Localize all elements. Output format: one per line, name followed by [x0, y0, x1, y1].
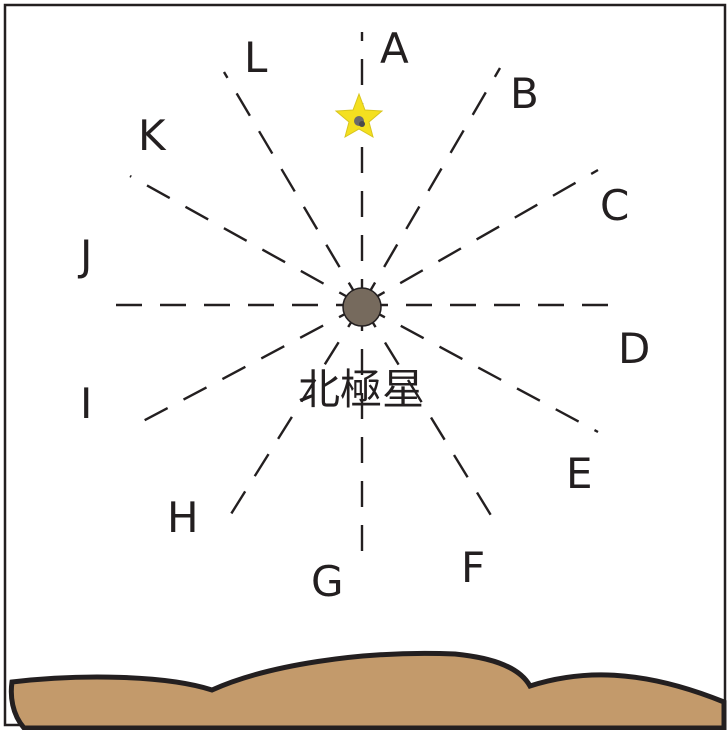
- direction-label-h: H: [167, 493, 199, 542]
- direction-label-k: K: [138, 111, 167, 160]
- direction-label-b: B: [510, 69, 539, 118]
- center-label: 北極星: [298, 365, 424, 414]
- direction-label-g: G: [311, 557, 344, 606]
- direction-label-e: E: [566, 449, 593, 498]
- direction-label-l: L: [244, 33, 268, 82]
- direction-label-d: D: [618, 324, 650, 373]
- direction-label-f: F: [461, 543, 485, 592]
- direction-label-c: C: [600, 181, 629, 230]
- direction-label-i: I: [80, 379, 92, 428]
- direction-label-j: J: [77, 231, 92, 280]
- pole-star-circle: [343, 288, 381, 326]
- pole-star-icon: [343, 288, 381, 326]
- direction-label-a: A: [380, 24, 409, 73]
- star-marker-inner: [359, 121, 365, 127]
